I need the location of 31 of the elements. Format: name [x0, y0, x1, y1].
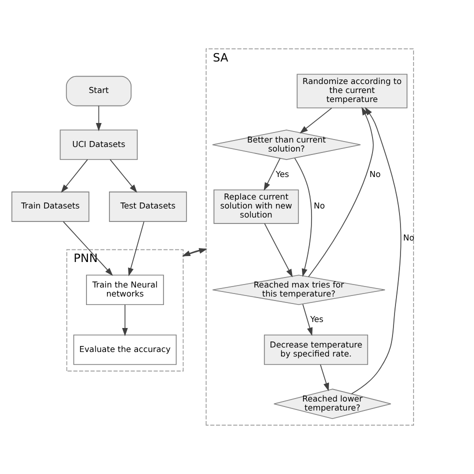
node-box: Train Datasets [11, 192, 90, 222]
node-box: Replace current solution with new solution [214, 189, 299, 224]
node-box: Test Datasets [109, 192, 187, 222]
edge-label: Yes [310, 314, 324, 324]
arrow [128, 221, 144, 276]
node-diamond: Reached max tries for this temperature? [212, 274, 386, 306]
arrow [264, 158, 280, 191]
node-box: Randomize according to the current temperature [296, 74, 408, 108]
arrow [308, 106, 374, 278]
arrow [62, 221, 113, 276]
arrow [96, 105, 102, 132]
node-box: Evaluate the accuracy [73, 334, 177, 365]
node-box: Decrease temperature by specified rate. [264, 334, 368, 365]
node-box: Train the Neural networks [86, 274, 164, 306]
edge-label: No [314, 200, 325, 211]
node-diamond: Better than current solution? [212, 130, 361, 160]
node-box: Start [66, 76, 132, 106]
edge-label: Yes [276, 168, 290, 179]
node-box: UCI Datasets [60, 130, 138, 160]
arrow [264, 223, 293, 278]
edge-label: No [369, 168, 381, 179]
arrow [320, 364, 329, 392]
node-diamond: Reached lower temperature? [274, 388, 392, 420]
arrow [110, 159, 138, 193]
arrow [302, 304, 313, 336]
arrow [300, 108, 332, 134]
arrow [60, 159, 88, 193]
edge-label: No [403, 232, 414, 243]
arrow [122, 304, 128, 336]
arrow [294, 158, 312, 277]
arrow [351, 107, 402, 394]
